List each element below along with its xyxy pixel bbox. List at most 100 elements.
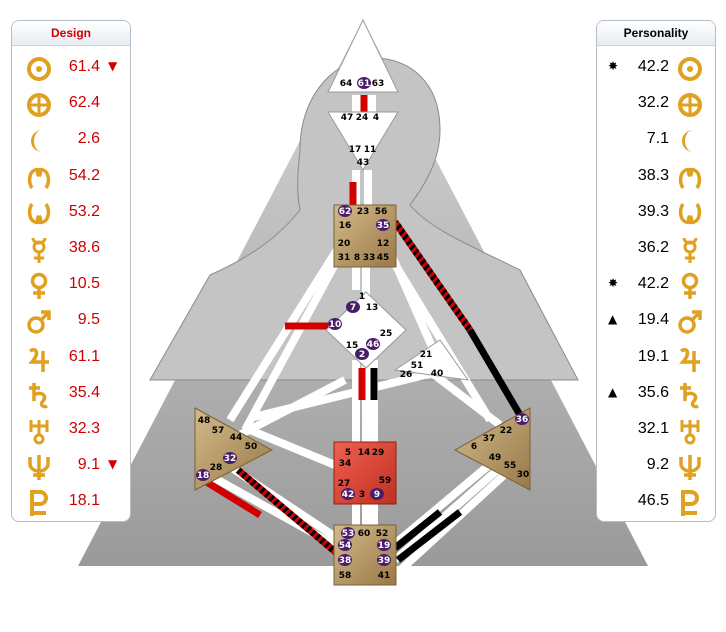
neptune-icon — [679, 455, 701, 481]
earth-icon — [27, 93, 51, 118]
gate-38: 38 — [339, 556, 352, 566]
personality-row: 19.4▲ — [597, 305, 715, 341]
personality-value: 39.3 — [637, 202, 669, 220]
gate-40: 40 — [431, 369, 444, 379]
design-row: 10.5 — [12, 269, 130, 305]
gate-33: 33 — [363, 253, 376, 263]
design-value: 53.2 — [68, 202, 100, 220]
gate-28: 28 — [210, 463, 223, 473]
personality-value: 35.6 — [637, 383, 669, 401]
active-gate-marker — [357, 77, 371, 89]
gate-10: 10 — [329, 320, 342, 330]
gate-36: 36 — [516, 415, 529, 425]
gate-60: 60 — [358, 529, 371, 539]
personality-row: 32.2 — [597, 88, 715, 124]
personality-marker-icon: ▲ — [608, 384, 618, 399]
neptune-icon — [28, 455, 50, 481]
pluto-icon — [30, 490, 48, 517]
design-value: 9.1 — [77, 456, 100, 474]
g-center — [325, 291, 407, 369]
design-row: 2.6 — [12, 124, 130, 160]
design-value: 54.2 — [68, 166, 100, 184]
uranus-icon — [680, 419, 700, 445]
gate-41: 41 — [378, 571, 391, 581]
active-channels — [198, 95, 524, 563]
saturn-icon — [29, 382, 48, 409]
active-gate-marker — [341, 527, 355, 539]
gate-53: 53 — [342, 529, 355, 539]
ajna-center — [327, 111, 399, 171]
design-row: 53.2 — [12, 197, 130, 233]
gate-52: 52 — [376, 529, 389, 539]
gate-35: 35 — [377, 221, 390, 231]
gate-43: 43 — [357, 158, 370, 168]
design-row: 18.1 — [12, 486, 130, 521]
south-node-icon — [27, 202, 51, 224]
gate-14: 14 — [358, 448, 371, 458]
personality-panel-title: Personality — [597, 21, 715, 46]
personality-row: 36.2 — [597, 233, 715, 269]
gate-18: 18 — [197, 471, 210, 481]
design-value: 62.4 — [68, 94, 100, 112]
design-row: 9.1▼ — [12, 450, 130, 486]
personality-value: 19.1 — [637, 347, 669, 365]
venus-icon — [30, 272, 48, 300]
gate-48: 48 — [198, 416, 211, 426]
personality-row: 35.6 ▲ — [597, 378, 715, 414]
design-marker-icon: ▼ — [108, 59, 118, 73]
active-gate-marker — [346, 301, 360, 313]
design-row: 35.4 — [12, 378, 130, 414]
personality-value: 46.5 — [637, 492, 669, 510]
design-value: 61.1 — [68, 347, 100, 365]
gate-25: 25 — [380, 329, 393, 339]
sacral-center — [333, 441, 397, 505]
personality-row: 9.2 — [597, 450, 715, 486]
personality-panel: Personality 42.2✸ 32.2 7.1 38.3 39.3 36.2 42.2… — [596, 20, 716, 522]
spleen-center — [194, 407, 274, 491]
mars-icon — [678, 310, 702, 335]
active-gate-marker — [341, 488, 355, 500]
gate-11: 11 — [364, 145, 377, 155]
gate-55: 55 — [504, 461, 517, 471]
gate-12: 12 — [377, 239, 390, 249]
gate-46: 46 — [367, 340, 380, 350]
gate-20: 20 — [338, 239, 351, 249]
personality-value: 38.3 — [637, 166, 669, 184]
gate-44: 44 — [230, 433, 243, 443]
moon-icon — [682, 130, 693, 153]
saturn-icon — [680, 382, 699, 409]
gate-7: 7 — [350, 303, 356, 313]
active-gate-marker — [377, 554, 391, 566]
gate-24: 24 — [356, 113, 369, 123]
personality-marker-icon: ▲ — [608, 312, 618, 327]
design-row: 61.1 — [12, 342, 130, 378]
south-node-icon — [678, 202, 702, 224]
personality-value: 42.2 — [637, 275, 669, 293]
gate-61: 61 — [358, 79, 371, 89]
north-node-icon — [27, 167, 51, 189]
ego-center — [393, 339, 470, 381]
active-gate-marker — [338, 205, 352, 217]
gate-62: 62 — [339, 207, 352, 217]
gate-58: 58 — [339, 571, 352, 581]
personality-value: 9.2 — [646, 456, 669, 474]
gate-64: 64 — [340, 79, 353, 89]
mercury-icon — [682, 237, 698, 263]
gate-8: 8 — [354, 253, 360, 263]
gate-26: 26 — [400, 370, 413, 380]
personality-row: 42.2✸ — [597, 269, 715, 305]
venus-icon — [681, 272, 699, 300]
active-gate-marker — [223, 452, 237, 464]
jupiter-icon — [679, 347, 700, 372]
gate-56: 56 — [375, 207, 388, 217]
gate-6: 6 — [471, 442, 477, 452]
design-row: 32.3 — [12, 414, 130, 450]
active-gate-marker — [338, 554, 352, 566]
sun-icon — [678, 57, 702, 81]
gate-16: 16 — [339, 221, 352, 231]
design-row: 62.4 — [12, 88, 130, 124]
gate-42: 42 — [342, 490, 355, 500]
gate-22: 22 — [500, 426, 513, 436]
personality-value: 7.1 — [646, 130, 669, 148]
